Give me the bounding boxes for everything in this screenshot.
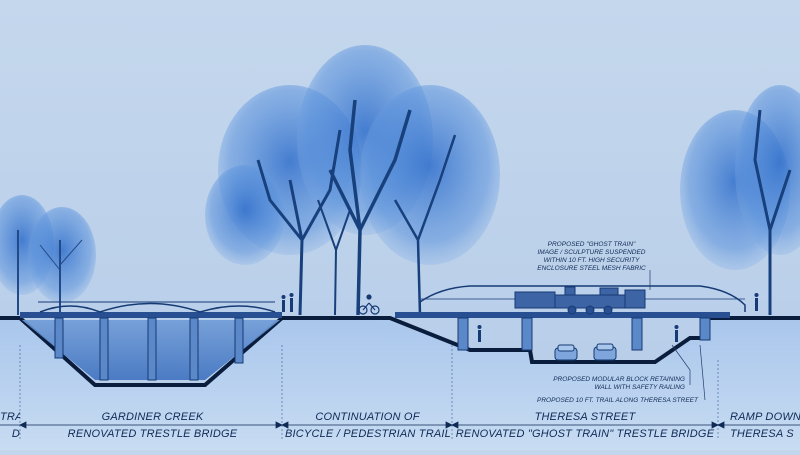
section-subtitle: RENOVATED "GHOST TRAIN" TRESTLE BRIDGE [455, 428, 715, 440]
section-subtitle: THERESA S [730, 428, 794, 440]
section-label-ramp-down: RAMP DOWN THERESA S [730, 411, 800, 440]
ground-section [0, 318, 800, 450]
annotation-line: ENCLOSURE STEEL MESH FABRIC [537, 265, 646, 272]
ghost-train-annotation: PROPOSED "GHOST TRAIN" IMAGE / SCULPTURE… [534, 241, 649, 273]
section-label-trail: TRAIL D [0, 411, 20, 440]
annotation-line: WALL WITH SAFETY RAILING [594, 384, 685, 391]
section-label-gardiner-creek: GARDINER CREEK RENOVATED TRESTLE BRIDGE [40, 411, 265, 440]
retaining-wall-annotation: PROPOSED MODULAR BLOCK RETAINING WALL WI… [510, 376, 685, 392]
section-title: GARDINER CREEK [101, 411, 204, 423]
section-subtitle: D [11, 428, 20, 440]
section-label-theresa-street: THERESA STREET RENOVATED "GHOST TRAIN" T… [455, 411, 715, 440]
section-subtitle: RENOVATED TRESTLE BRIDGE [67, 428, 238, 440]
tree-left-group [0, 195, 96, 315]
annotation-line: IMAGE / SCULPTURE SUSPENDED [537, 249, 646, 256]
tree-center-group [205, 45, 500, 316]
section-dividers [19, 345, 719, 440]
annotation-line: WITHIN 10 FT. HIGH SECURITY [543, 257, 640, 264]
section-label-bicycle-trail: CONTINUATION OF BICYCLE / PEDESTRIAN TRA… [285, 411, 451, 440]
annotation-line: PROPOSED "GHOST TRAIN" [547, 241, 636, 248]
section-title: THERESA STREET [534, 411, 636, 423]
dimension-line [0, 421, 800, 429]
section-title: RAMP DOWN [730, 411, 800, 423]
trail-annotation: PROPOSED 10 FT. TRAIL ALONG THERESA STRE… [537, 397, 698, 404]
leader-lines [649, 270, 706, 401]
gardiner-trestle-bridge [20, 301, 282, 381]
annotation-line: PROPOSED MODULAR BLOCK RETAINING [553, 376, 685, 383]
pedestrian-icon [281, 293, 759, 342]
section-subtitle: BICYCLE / PEDESTRIAN TRAIL [285, 428, 451, 440]
locomotive-sculpture [514, 286, 646, 315]
section-title: TRAIL [0, 411, 20, 423]
bicycle-icon [358, 294, 380, 315]
tree-right-group [680, 85, 800, 315]
section-title: CONTINUATION OF [315, 411, 420, 423]
car-icon [593, 343, 617, 361]
car-icon [554, 344, 578, 361]
